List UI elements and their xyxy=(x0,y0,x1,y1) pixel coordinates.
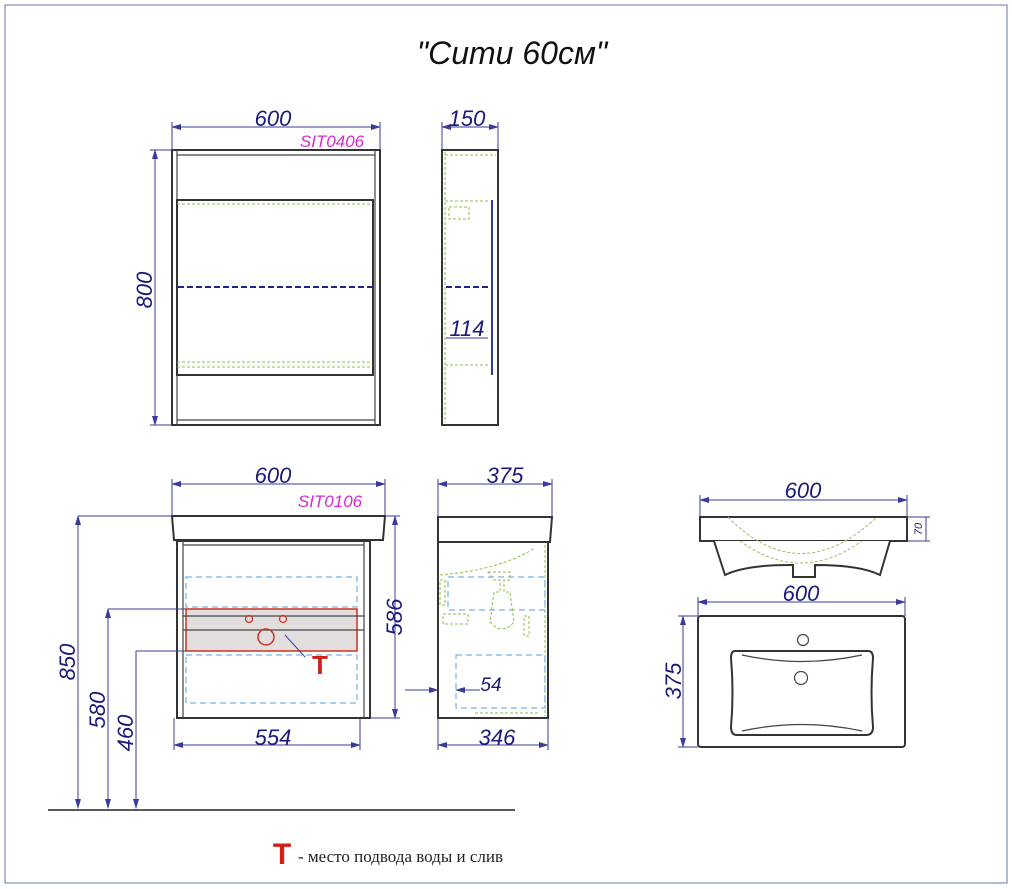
connection-mark: T xyxy=(312,650,328,680)
total-height-dimension: 850 xyxy=(55,643,80,680)
vanity-front-view xyxy=(48,479,515,811)
mirror-depth-dimension: 150 xyxy=(449,106,486,131)
mirror-cabinet-front-view xyxy=(150,122,381,426)
vanity-side-view xyxy=(405,479,554,750)
drawing-title: "Сити 60см" xyxy=(417,35,609,71)
mirror-shelf-dimension: 114 xyxy=(449,316,484,341)
height-460-dimension: 460 xyxy=(113,714,138,751)
vanity-cabinet-width-dimension: 554 xyxy=(255,725,292,750)
vanity-code: SIT0106 xyxy=(298,492,363,511)
legend-text: - место подвода воды и слив xyxy=(298,847,503,866)
sink-top-depth-dimension: 375 xyxy=(661,662,686,699)
sink-top-width-dimension: 600 xyxy=(783,581,820,606)
height-580-dimension: 580 xyxy=(85,691,110,728)
legend-mark: T xyxy=(273,838,291,871)
sink-top-view xyxy=(678,597,906,748)
sink-thickness-dimension: 70 xyxy=(913,522,925,535)
vanity-height-dimension: 586 xyxy=(382,598,407,635)
mirror-width-dimension: 600 xyxy=(255,106,292,131)
mirror-height-dimension: 800 xyxy=(132,271,157,308)
mirror-cabinet-code: SIT0406 xyxy=(300,132,365,151)
vanity-cabinet-depth-dimension: 346 xyxy=(479,725,516,750)
sink-side-view xyxy=(699,495,930,578)
legend: T - место подвода воды и слив xyxy=(273,838,503,871)
sink-side-width-dimension: 600 xyxy=(785,478,822,503)
offset-dimension: 54 xyxy=(480,675,501,696)
vanity-width-dimension: 600 xyxy=(255,463,292,488)
vanity-depth-dimension: 375 xyxy=(487,463,524,488)
sheet-border xyxy=(4,4,1008,884)
mirror-cabinet-side-view xyxy=(441,122,499,426)
